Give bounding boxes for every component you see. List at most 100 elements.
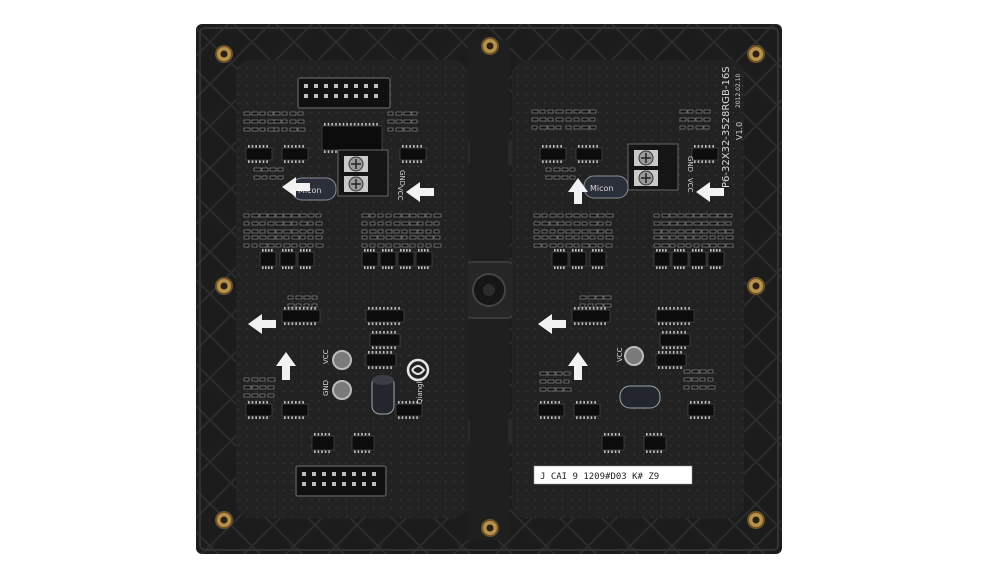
sticker-text: J CAI 9 1209#D03 K# Z9: [540, 472, 659, 482]
smd-part: [393, 221, 401, 226]
smd-part: [579, 303, 586, 308]
ic-chip: [245, 401, 273, 419]
smd-part: [549, 221, 558, 226]
smd-part: [687, 125, 694, 130]
arrow-up-icon: [568, 178, 588, 204]
smd-part: [283, 213, 292, 218]
smd-part: [555, 109, 564, 114]
smd-part: [565, 243, 573, 248]
smd-part: [533, 221, 541, 226]
smd-part: [573, 117, 580, 122]
smd-part: [581, 221, 588, 226]
smd-part: [385, 213, 392, 218]
smd-part: [547, 371, 556, 376]
smd-part: [589, 117, 596, 122]
smd-part: [259, 127, 266, 132]
smd-part: [597, 243, 604, 248]
svg-text:Micon: Micon: [590, 184, 614, 193]
smd-part: [311, 295, 318, 300]
smd-part: [547, 117, 554, 122]
ic-chip: [321, 123, 383, 153]
smd-part: [259, 385, 267, 390]
smd-part: [307, 243, 314, 248]
smd-part: [579, 295, 587, 300]
smd-part: [695, 109, 703, 114]
smd-part: [539, 387, 547, 392]
smd-part: [661, 235, 670, 240]
ic-chip: [655, 307, 695, 325]
smd-part: [361, 221, 368, 226]
smd-part: [291, 221, 298, 226]
smd-part: [409, 243, 416, 248]
smd-part: [393, 235, 402, 240]
smd-part: [555, 387, 564, 392]
arrow-left-icon: [406, 182, 434, 202]
smd-part: [685, 235, 694, 240]
smd-part: [573, 235, 580, 240]
smd-part: [299, 213, 307, 218]
smd-part: [259, 119, 266, 124]
model-silkscreen: P6-32X32-3528RGB-16S: [721, 66, 732, 188]
ic-chip: [707, 249, 725, 269]
smd-part: [725, 229, 734, 234]
smd-part: [291, 229, 299, 234]
arrow-left-icon: [696, 182, 724, 202]
gnd-silkscreen: GND: [398, 170, 406, 186]
smd-part: [587, 295, 596, 300]
smd-part: [589, 213, 598, 218]
smd-part: [725, 221, 732, 226]
smd-part: [243, 393, 251, 398]
smd-part: [709, 235, 716, 240]
ic-chip: [397, 249, 415, 269]
smd-part: [303, 295, 311, 300]
smd-part: [565, 125, 572, 130]
smd-part: [563, 387, 572, 392]
smd-part: [677, 243, 685, 248]
smd-part: [677, 229, 685, 234]
smd-part: [693, 221, 702, 226]
ic-chip: [659, 331, 691, 349]
smd-part: [259, 393, 266, 398]
smd-part: [553, 167, 561, 172]
smd-part: [385, 229, 393, 234]
smd-part: [403, 111, 412, 116]
power-terminal-left: [337, 149, 389, 197]
smd-part: [297, 111, 304, 116]
smd-part: [393, 243, 401, 248]
smd-part: [251, 385, 259, 390]
smd-part: [603, 303, 612, 308]
smd-part: [299, 235, 306, 240]
brass-insert: [215, 277, 233, 295]
smd-part: [565, 229, 573, 234]
smd-part: [369, 243, 376, 248]
smd-part: [259, 221, 266, 226]
smd-part: [541, 243, 548, 248]
brass-insert: [747, 511, 765, 529]
smd-part: [547, 125, 555, 130]
smd-part: [267, 229, 276, 234]
smd-part: [553, 175, 561, 180]
smd-part: [707, 377, 714, 382]
smd-part: [243, 229, 251, 234]
smd-part: [267, 393, 275, 398]
ic-chip: [311, 433, 335, 453]
smd-part: [307, 221, 314, 226]
smd-components: [243, 109, 734, 398]
smd-part: [275, 235, 283, 240]
ic-chips: [245, 123, 725, 453]
ic-chip: [671, 249, 689, 269]
smd-part: [315, 221, 323, 226]
vcc-pad-label: VCC: [322, 349, 330, 364]
smd-part: [361, 243, 368, 248]
smd-part: [243, 213, 250, 218]
ic-chip: [361, 249, 379, 269]
smd-part: [677, 235, 686, 240]
serial-sticker: J CAI 9 1209#D03 K# Z9: [533, 465, 693, 485]
smd-part: [403, 127, 411, 132]
smd-part: [685, 243, 692, 248]
smd-part: [243, 221, 250, 226]
smd-part: [595, 295, 604, 300]
smd-part: [387, 127, 394, 132]
brand-silkscreen: Qiangli: [416, 379, 424, 404]
smd-part: [299, 229, 307, 234]
